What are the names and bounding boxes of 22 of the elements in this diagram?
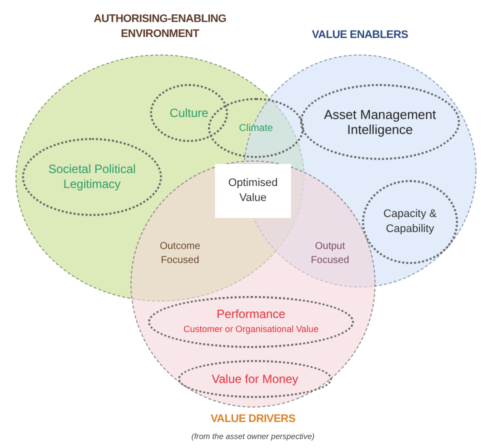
value-box: [215, 164, 291, 218]
ellipse-label: Asset Management Intelligence: [322, 107, 437, 137]
region-label: Output Focused: [310, 240, 350, 268]
ellipse-label: Capacity & Capability: [382, 207, 438, 237]
dotted-ellipse: [362, 180, 458, 264]
region-label: Outcome Focused: [158, 240, 202, 268]
ellipse-sublabel: Customer or Organisational Value: [182, 323, 320, 336]
ellipse-label: Societal Political Legitimacy: [47, 162, 137, 192]
dotted-ellipse: [150, 84, 228, 142]
circle-heading: AUTHORISING-ENABLING ENVIRONMENT: [92, 12, 228, 42]
dotted-ellipse: [22, 138, 162, 216]
ellipse-label: Optimised Value: [227, 176, 279, 206]
ellipse-label: Climate: [238, 122, 274, 136]
ellipse-label: Value for Money: [210, 372, 300, 386]
ellipse-label: Performance: [216, 307, 286, 322]
dotted-ellipse: [300, 84, 460, 160]
circle-subheading: (from the asset owner perspective): [191, 431, 315, 443]
circle-heading: VALUE ENABLERS: [312, 28, 408, 43]
dotted-ellipse: [148, 296, 354, 348]
ellipse-label: Culture: [168, 106, 210, 120]
dotted-ellipse: [178, 360, 332, 398]
circle-heading: VALUE DRIVERS: [210, 412, 296, 427]
